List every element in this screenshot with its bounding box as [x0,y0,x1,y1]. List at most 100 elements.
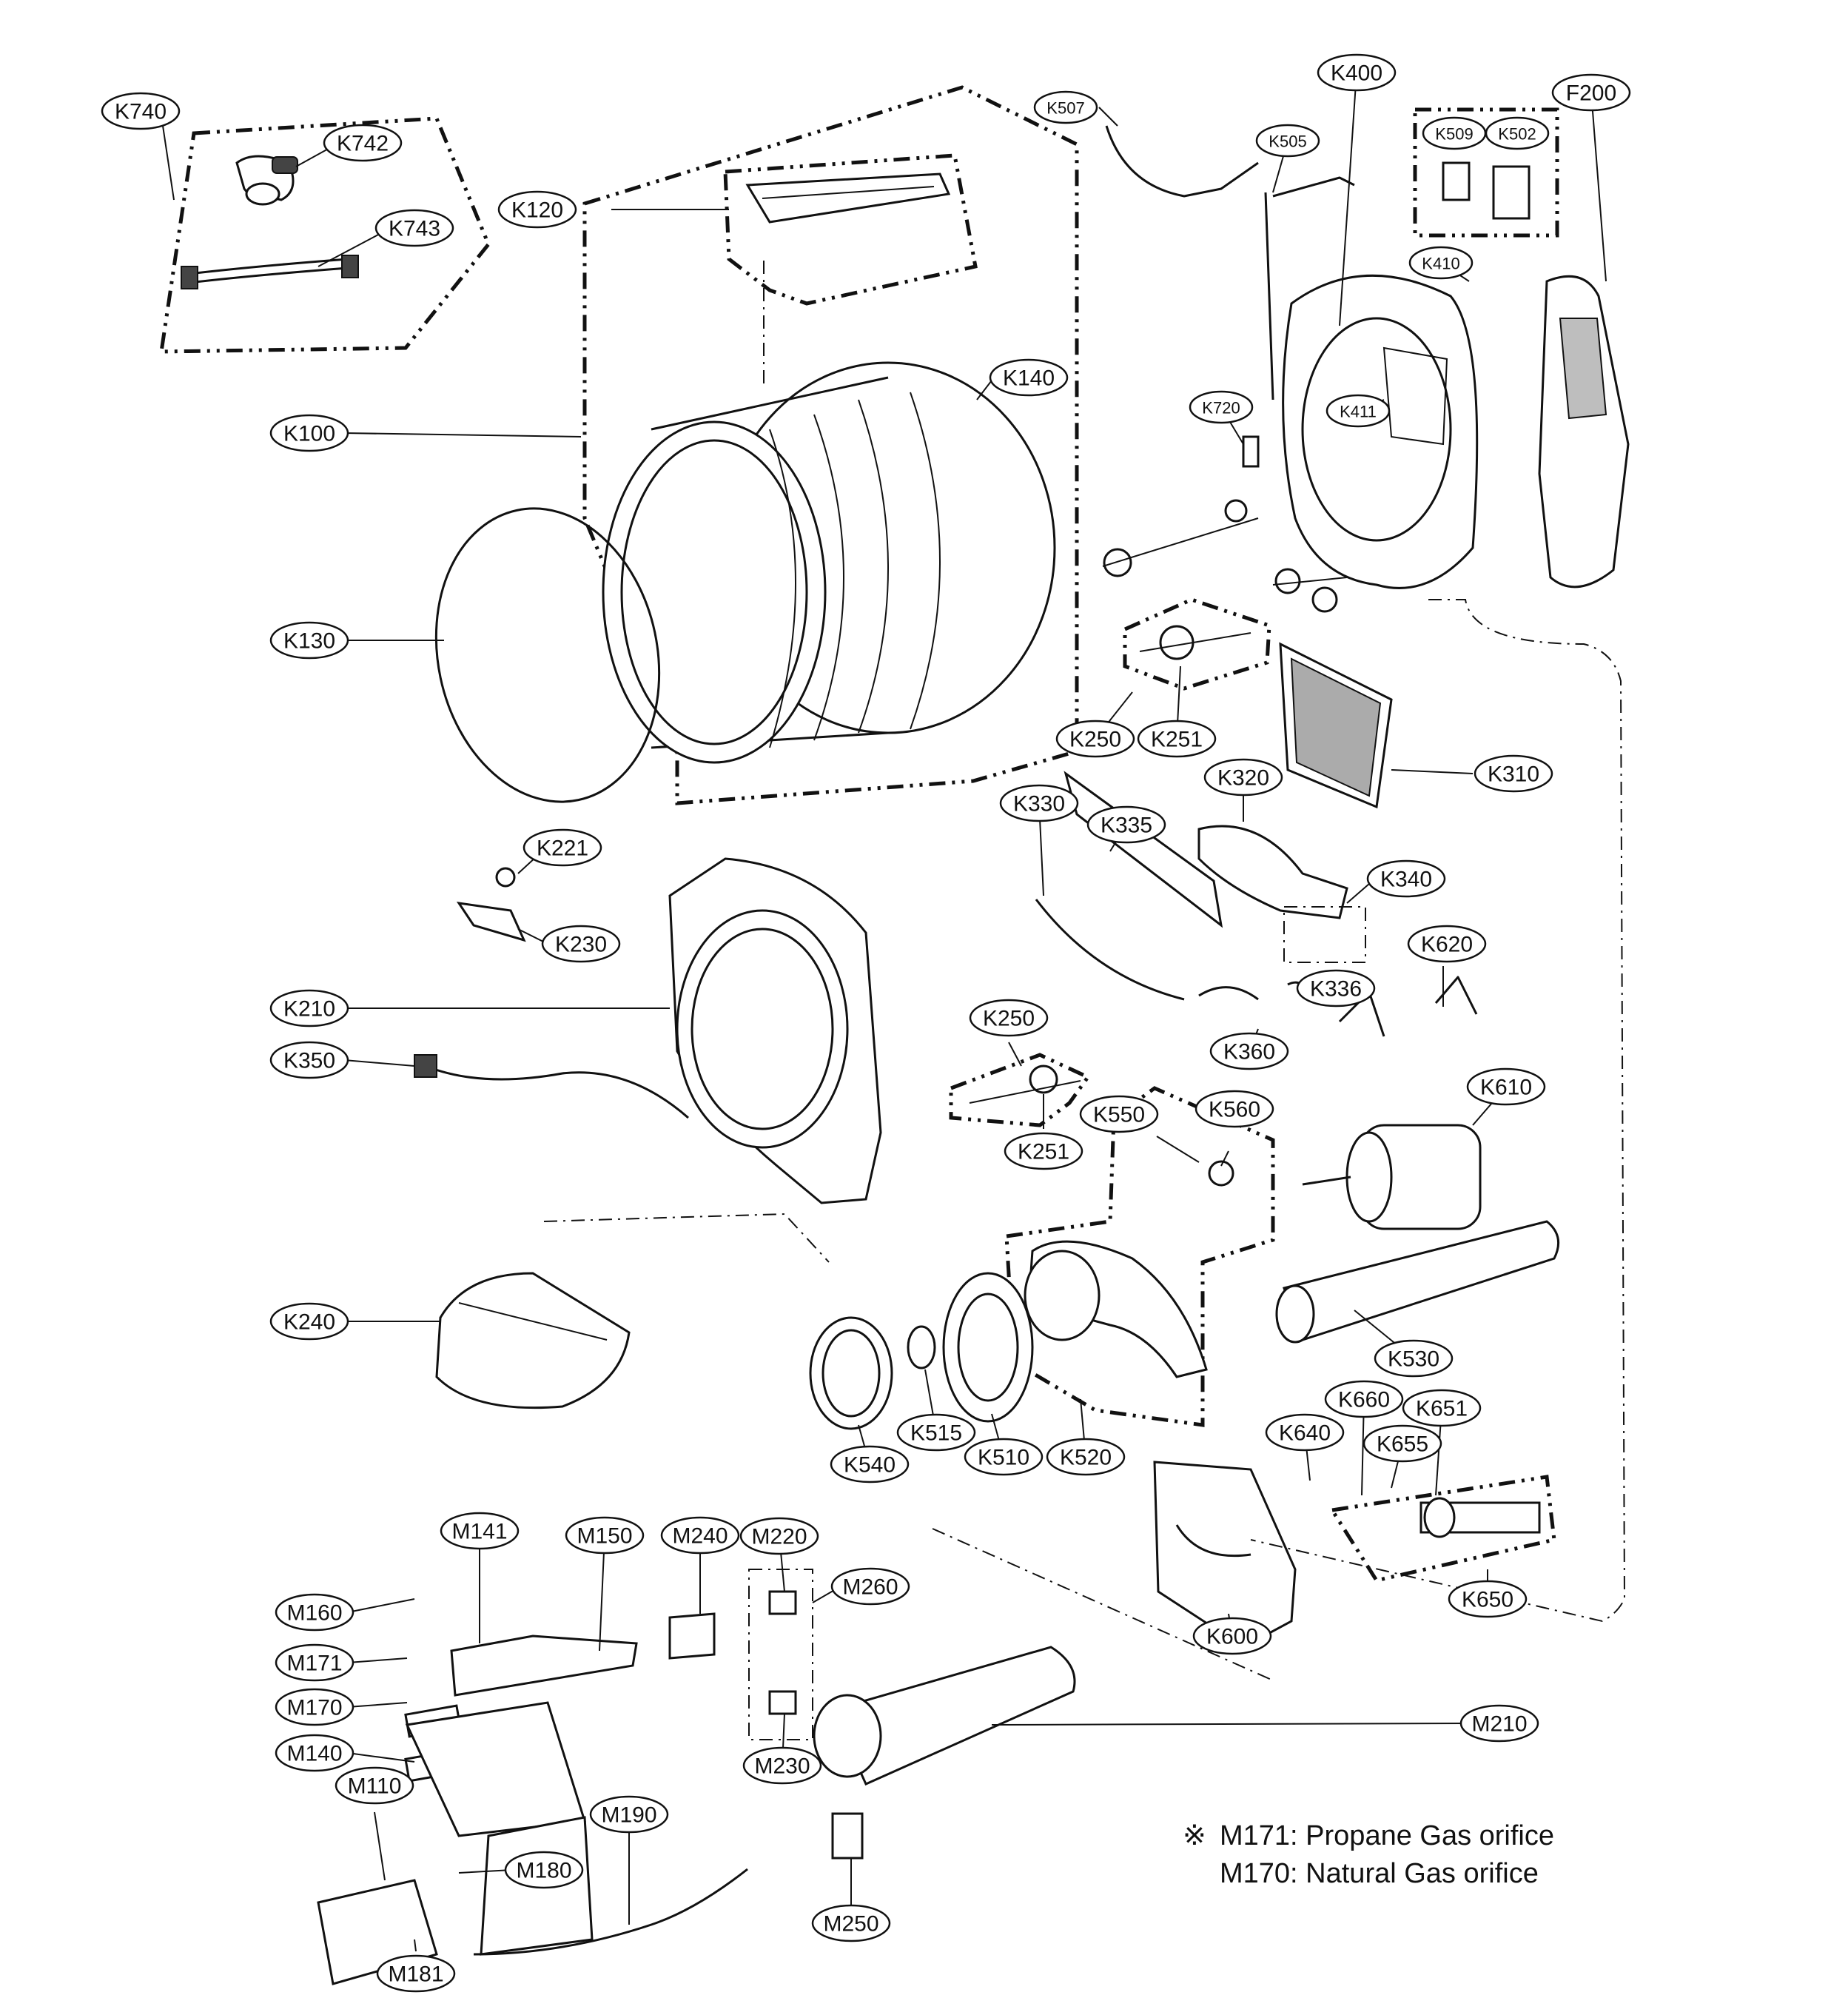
callout-oval [830,1445,910,1483]
callout-k336: K336 [1296,969,1376,1008]
callout-oval [275,1734,355,1772]
callout-text: K230 [555,933,607,957]
callout-text: K100 [283,422,335,446]
callout-oval [1195,1090,1274,1128]
callout-text: M150 [577,1524,632,1549]
callout-text: M160 [286,1601,342,1626]
callout-oval [541,925,621,963]
callout-text: K130 [283,629,335,654]
callout-k515: K515 [896,1413,976,1452]
callout-oval [269,414,349,452]
callout-k330: K330 [999,784,1079,822]
callout-oval [269,989,349,1027]
callout-oval [1366,859,1446,898]
callout-k540: K540 [830,1445,910,1483]
callout-m110: M110 [335,1766,414,1805]
callout-oval [1203,758,1283,797]
callout-k502: K502 [1485,116,1550,150]
callout-oval [1189,390,1254,424]
callout-m140: M140 [275,1734,355,1772]
callout-text: K550 [1093,1103,1145,1127]
callout-oval [269,621,349,660]
callout-text: M190 [601,1803,656,1828]
callout-oval [589,1795,669,1834]
callout-oval [1086,805,1166,844]
valve-part [1242,435,1260,468]
orifice-note: ※ M171: Propane Gas orifice M170: Natura… [1183,1820,1554,1889]
roller-parts [1102,499,1348,613]
callout-oval [1551,73,1631,112]
callout-k410: K410 [1408,246,1474,280]
callout-oval [497,190,577,229]
callout-oval [101,92,181,130]
callout-k221: K221 [523,828,602,867]
callout-text: M110 [348,1774,402,1799]
callout-m220: M220 [739,1517,819,1555]
callout-oval [1374,1339,1454,1378]
callout-text: K651 [1416,1397,1468,1421]
callout-oval [440,1512,520,1550]
callout-oval [1459,1704,1539,1743]
callout-text: K350 [283,1049,335,1073]
callout-oval [269,1302,349,1341]
callout-text: K655 [1377,1432,1428,1457]
callout-text: K509 [1435,125,1473,144]
callout-text: K560 [1209,1098,1260,1122]
callout-oval [1474,754,1553,793]
callout-oval [1004,1132,1083,1170]
callout-oval [742,1746,822,1785]
callout-oval [374,209,454,247]
callout-oval [1363,1424,1442,1463]
callout-k250b: K250 [969,999,1049,1037]
callout-oval [989,358,1069,397]
callout-text: M141 [451,1520,507,1544]
callout-text: K507 [1046,99,1084,118]
callout-k560: K560 [1195,1090,1274,1128]
callout-oval [335,1766,414,1805]
callout-m141: M141 [440,1512,520,1550]
callout-oval [1192,1617,1272,1655]
callout-oval [1317,53,1397,92]
callout-text: K240 [283,1310,335,1335]
callout-oval [1046,1438,1126,1476]
callout-text: M210 [1471,1712,1527,1737]
callout-text: K520 [1060,1446,1112,1470]
callout-m190: M190 [589,1795,669,1834]
callout-k550: K550 [1079,1095,1159,1133]
rear-duct-part [1538,275,1630,589]
callout-k340: K340 [1366,859,1446,898]
callout-oval [1407,925,1487,963]
callout-text: K740 [115,100,167,124]
callout-k320: K320 [1203,758,1283,797]
callout-text: M171 [286,1652,342,1676]
callout-oval [1209,1032,1289,1070]
callout-oval [523,828,602,867]
callout-text: K251 [1151,728,1203,752]
callout-text: M140 [286,1742,342,1766]
callout-oval [1255,124,1320,158]
callout-k310: K310 [1474,754,1553,793]
callout-k510: K510 [964,1438,1044,1476]
callout-k240: K240 [269,1302,349,1341]
callout-k210: K210 [269,989,349,1027]
callout-k335: K335 [1086,805,1166,844]
callout-oval [1324,1380,1404,1418]
callout-k350: K350 [269,1041,349,1079]
y-connector-part [235,155,298,206]
callout-k651: K651 [1402,1389,1482,1427]
callout-text: K410 [1422,255,1459,273]
burner-assembly-part [317,1635,748,1985]
callout-text: M180 [516,1859,571,1883]
callout-oval [504,1851,584,1889]
hose-part [181,255,359,289]
callout-k530: K530 [1374,1339,1454,1378]
callout-text: K335 [1101,814,1152,838]
callout-m260: M260 [830,1567,910,1606]
lint-filter-part [1279,642,1393,809]
callout-oval [275,1593,355,1632]
callout-text: K221 [537,836,588,861]
lint-duct-part [435,1272,631,1409]
callout-k655: K655 [1363,1424,1442,1463]
callout-k743: K743 [374,209,454,247]
